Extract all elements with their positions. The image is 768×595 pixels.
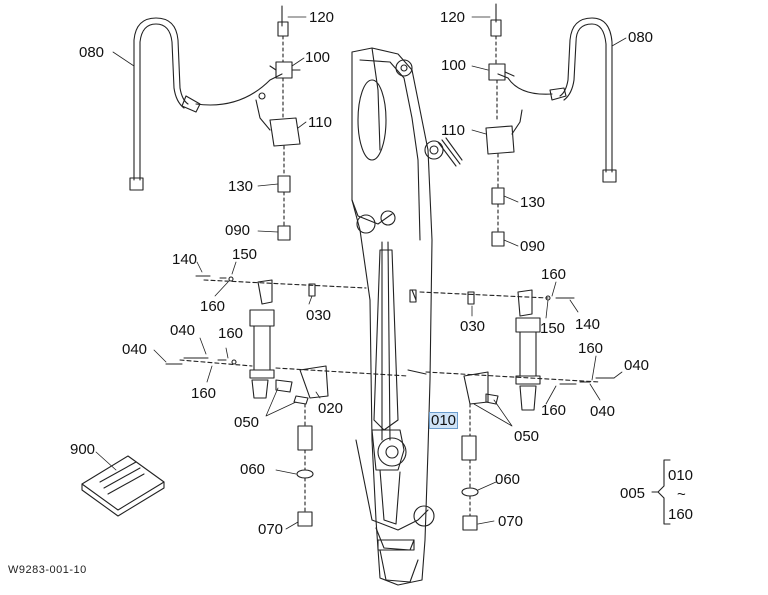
callout-130-left: 130 <box>228 178 254 195</box>
callout-100-right: 100 <box>441 57 467 74</box>
callout-110-right: 110 <box>441 122 465 139</box>
callout-005: 005 <box>620 485 646 502</box>
boom-arm <box>351 47 463 586</box>
callout-160-e: 160 <box>578 340 604 357</box>
callout-005-tilde: ~ <box>677 486 686 503</box>
callout-005-to: 160 <box>668 506 694 523</box>
callout-120-right: 120 <box>440 9 466 26</box>
callout-140-right: 140 <box>575 316 601 333</box>
callout-020: 020 <box>318 400 344 417</box>
callout-040-d: 040 <box>590 403 616 420</box>
document-id: W9283-001-10 <box>8 564 87 576</box>
pins-washers <box>165 275 615 385</box>
callout-160-d: 160 <box>541 266 567 283</box>
callout-090-left: 090 <box>225 222 251 239</box>
callout-060-left: 060 <box>240 461 266 478</box>
callout-040-b: 040 <box>122 341 148 358</box>
valve-stack-right <box>485 3 523 247</box>
callout-150-left: 150 <box>232 246 258 263</box>
bracket-left <box>179 279 409 527</box>
callout-140-left: 140 <box>172 251 198 268</box>
brace-005 <box>651 459 671 525</box>
callout-160-f: 160 <box>541 402 567 419</box>
callout-160-c: 160 <box>191 385 217 402</box>
callout-130-right: 130 <box>520 194 546 211</box>
callout-160-a: 160 <box>200 298 226 315</box>
bracket-right <box>409 289 601 531</box>
callout-080-right: 080 <box>628 29 654 46</box>
callout-120-left: 120 <box>309 9 335 26</box>
callout-060-right: 060 <box>495 471 521 488</box>
callout-050-left: 050 <box>234 414 260 431</box>
leader-lines <box>95 16 627 530</box>
hose-080-right <box>497 17 617 183</box>
callout-040-a: 040 <box>170 322 196 339</box>
hose-080-left <box>129 17 283 191</box>
valve-stack-left <box>255 5 301 241</box>
callout-030-left: 030 <box>306 307 332 324</box>
callout-005-from: 010 <box>668 467 694 484</box>
callout-100-left: 100 <box>305 49 331 66</box>
callout-010-highlighted[interactable]: 010 <box>428 412 459 429</box>
callout-110-left: 110 <box>308 114 332 131</box>
callout-160-b: 160 <box>218 325 244 342</box>
callout-040-c: 040 <box>624 357 650 374</box>
callout-050-right: 050 <box>514 428 540 445</box>
callout-070-right: 070 <box>498 513 524 530</box>
manual-900 <box>81 455 165 517</box>
callout-030-right: 030 <box>460 318 486 335</box>
callout-070-left: 070 <box>258 521 284 538</box>
callout-090-right: 090 <box>520 238 546 255</box>
callout-150-right: 150 <box>540 320 566 337</box>
callout-080-left: 080 <box>79 44 105 61</box>
callout-900: 900 <box>70 441 96 458</box>
